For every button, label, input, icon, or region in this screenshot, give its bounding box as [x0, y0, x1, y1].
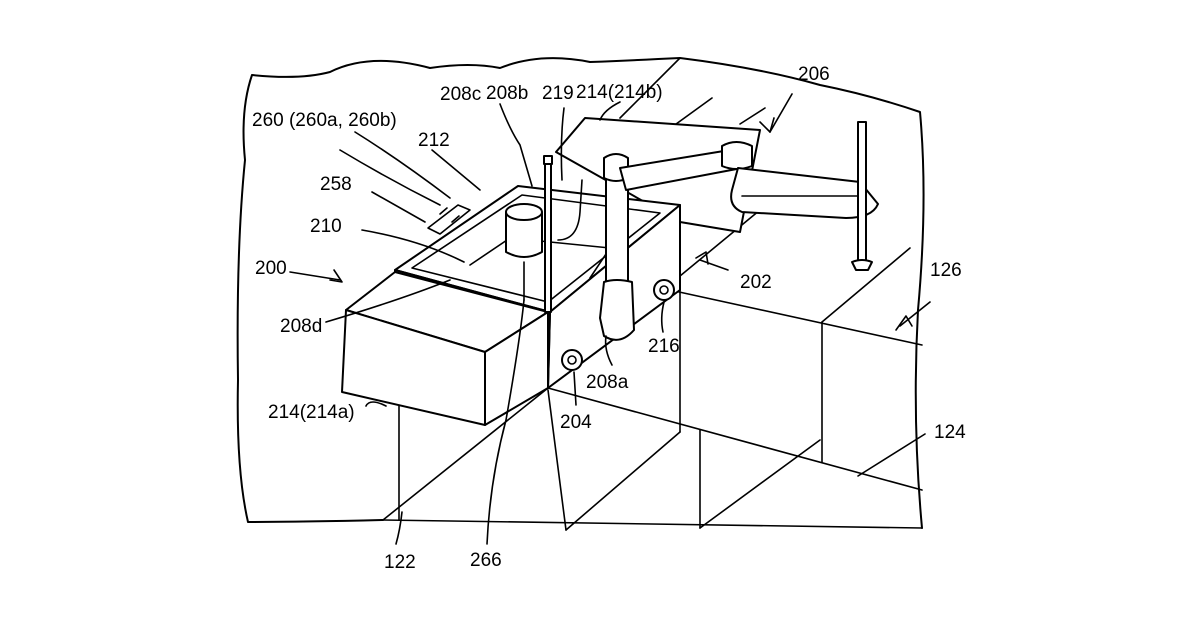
label-208a: 208a	[586, 372, 629, 393]
label-206: 206	[798, 64, 830, 85]
label-219: 219	[542, 83, 574, 104]
label-200: 200	[255, 258, 287, 279]
label-208d: 208d	[280, 316, 322, 337]
label-208c: 208c	[440, 84, 481, 105]
label-216: 216	[648, 336, 680, 357]
label-210: 210	[310, 216, 342, 237]
label-266: 266	[470, 550, 502, 571]
label-214a: 214(214a)	[268, 402, 355, 423]
wheel-216	[654, 280, 674, 300]
label-202: 202	[740, 272, 772, 293]
label-214b: 214(214b)	[576, 82, 663, 103]
label-122: 122	[384, 552, 416, 573]
label-258: 258	[320, 174, 352, 195]
label-208b: 208b	[486, 83, 528, 104]
wheel-204	[562, 350, 582, 370]
label-212: 212	[418, 130, 450, 151]
label-260: 260 (260a, 260b)	[252, 110, 397, 131]
label-126: 126	[930, 260, 962, 281]
label-124: 124	[934, 422, 966, 443]
label-204: 204	[560, 412, 592, 433]
